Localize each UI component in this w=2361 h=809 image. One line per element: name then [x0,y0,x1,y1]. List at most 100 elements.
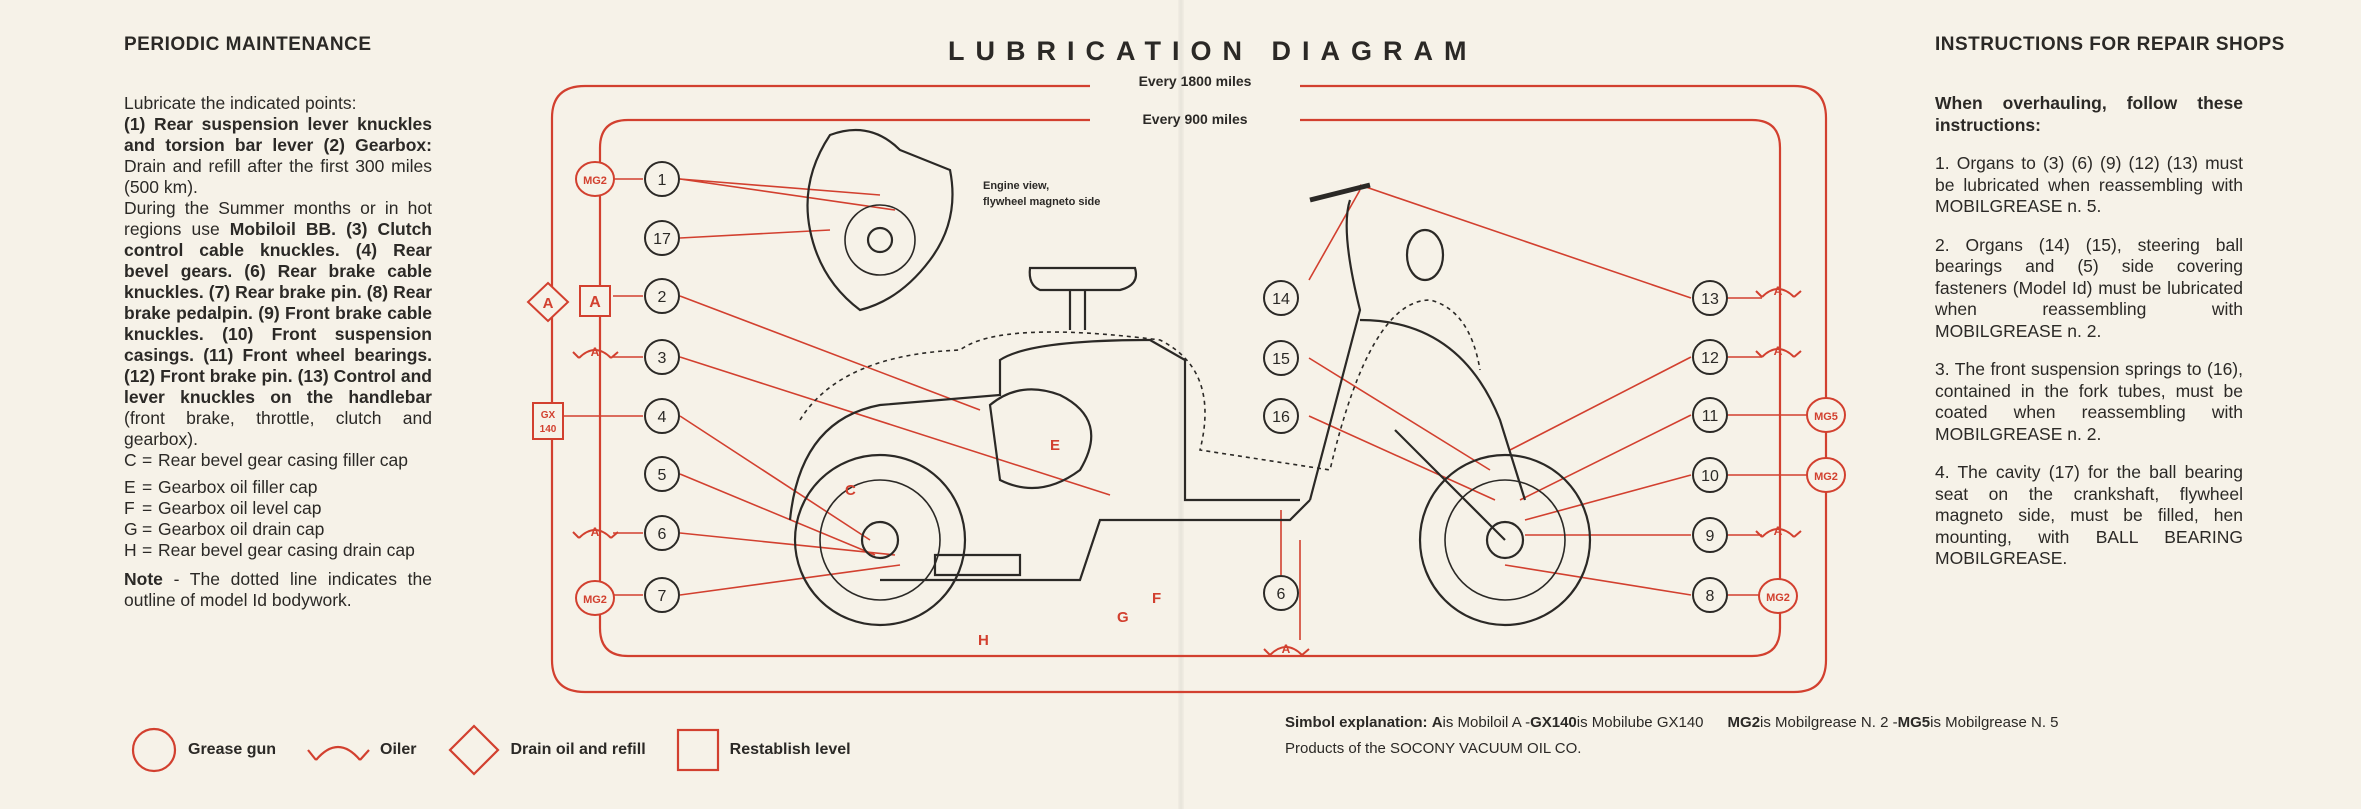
callout-15: 15 [1263,340,1299,376]
leader-line [679,415,871,541]
handlebar [1309,182,1371,203]
repair-item-4: 4. The cavity (17) for the ball bearing … [1935,462,2243,568]
periodic-maintenance-heading: PERIODIC MAINTENANCE [124,34,372,55]
steering-column [1308,199,1362,501]
scooter-body [788,338,1300,521]
maintenance-points-1: (1) Rear suspension lever knuckles and t… [124,114,432,155]
callout-2: 2 [644,278,680,314]
svg-text:10: 10 [1701,468,1719,485]
rear-wheel-rim [819,479,941,601]
drain-refill-icon [447,724,500,776]
svg-text:2: 2 [658,289,667,306]
key-a-desc: is Mobiloil A - [1442,714,1531,731]
legend-label: Drain oil and refill [510,741,646,758]
engine-inset [806,128,954,312]
key-mg5: MG5 [1897,714,1931,731]
leader-line [679,178,896,211]
scooter-drawing [788,128,1592,627]
cap-eq: = [142,540,153,560]
tag-a: A [591,525,600,539]
tag-a: A [589,294,601,311]
cap-desc: Gearbox oil filler cap [158,477,318,497]
seat-post [1068,290,1087,330]
key-mg2: MG2 [1727,714,1761,731]
cap-eq: = [142,498,153,518]
leader-line [679,229,831,239]
headlight [1405,228,1445,282]
oiler-tag [1755,348,1802,358]
cap-key: F [124,498,135,518]
leader-line [1359,184,1692,299]
gx140-tag [532,402,564,440]
scooter-frame [880,499,1311,582]
part-letter-c: C [845,482,856,499]
flywheel-magneto [844,204,916,276]
svg-text:3: 3 [658,350,667,367]
tag-mg2: MG2 [583,175,607,187]
callout-14: 14 [1263,280,1299,316]
maintenance-paragraph: Lubricate the indicated points: (1) Rear… [124,93,432,198]
front-hub [1485,520,1525,560]
key-mg2-desc: is Mobilgrease N. 2 - [1760,714,1898,731]
leader-line [679,564,901,596]
cap-eq: = [142,450,153,470]
tag-a: A [1282,642,1291,656]
callout-5: 5 [644,456,680,492]
seat [1028,266,1138,292]
note-text: - The dotted line indicates the outline … [124,569,432,610]
leader-line [679,178,881,196]
front-fork [1394,429,1506,541]
svg-text:12: 12 [1701,350,1719,367]
callout-10: 10 [1692,457,1728,493]
symbols-legend: Grease gun Oiler Drain oil and refill Re… [130,723,881,777]
maintenance-gearbox-note: Drain and refill after the first 300 mil… [124,156,432,197]
callout-9: 9 [1692,517,1728,553]
explanation-label: Simbol explanation: [1285,714,1428,731]
inner-interval-frame [598,118,1782,658]
leader-line [1519,414,1692,501]
key-a: A [1431,714,1443,731]
svg-text:17: 17 [653,231,671,248]
callout-4: 4 [644,398,680,434]
cap-legend-item: E=Gearbox oil filler cap [124,477,432,498]
rear-hub [860,520,900,560]
summer-lead: During the Summer months or in hot regio… [124,198,432,239]
oiler-icon [307,745,370,761]
tag-mg2: MG2 [1814,471,1838,483]
svg-text:8: 8 [1706,588,1715,605]
cap-legend-item: F =Gearbox oil level cap [124,498,432,519]
front-wheel-rim [1444,479,1566,601]
callout-8: 8 [1692,577,1728,613]
leader-line [679,356,1111,496]
legend-drain-refill: Drain oil and refill [447,723,646,777]
symbol-explanation: Simbol explanation: A is Mobiloil A - GX… [1285,710,2059,762]
callout-6: 6 [644,515,680,551]
leader-line [1308,189,1361,281]
tag-a: A [591,345,600,359]
cap-desc: Gearbox oil level cap [158,498,322,518]
rear-wheel [793,453,967,627]
tag-mg2: MG2 [583,594,607,606]
restablish-level-tag [579,285,611,317]
callout-3: 3 [644,339,680,375]
legend-restablish-level: Restablish level [676,728,851,772]
tag-gx: GX [541,410,556,421]
leader-line [679,532,896,556]
engine-caption-1: Engine view, [983,180,1049,192]
callout-7: 7 [644,577,680,613]
part-letter-g: G [1117,609,1129,626]
oiler-tag [1755,528,1802,538]
legend-label: Oiler [380,741,417,758]
legend-oiler: Oiler [306,734,417,766]
tag-a: A [1774,284,1783,298]
svg-text:4: 4 [658,409,667,426]
key-mg5-desc: is Mobilgrease N. 5 [1930,714,2059,731]
model-id-outline [799,299,1481,471]
part-letter-e: E [1050,437,1060,454]
cap-eq: = [142,519,153,539]
leader-line [679,295,981,411]
dotted-line-note: Note - The dotted line indicates the out… [124,569,432,611]
svg-text:6: 6 [1277,586,1286,603]
maintenance-summer-paragraph: During the Summer months or in hot regio… [124,198,432,450]
